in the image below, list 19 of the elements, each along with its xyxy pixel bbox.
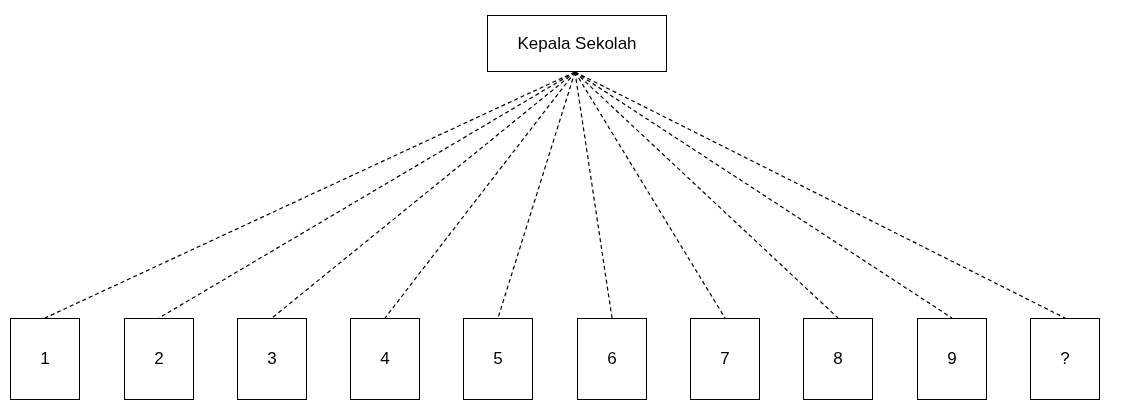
org-box: 8	[803, 318, 873, 400]
dashed-line	[497, 71, 576, 319]
dashed-line	[574, 71, 613, 319]
dashed-line	[384, 71, 576, 319]
org-box: 1	[10, 318, 80, 400]
org-box: 6	[577, 318, 647, 400]
dashed-line	[271, 71, 576, 319]
org-box: 2	[124, 318, 194, 400]
org-box: 5	[463, 318, 533, 400]
org-box: 7	[690, 318, 760, 400]
dashed-line	[574, 71, 726, 319]
org-box: 3	[237, 318, 307, 400]
org-box: 4	[350, 318, 420, 400]
org-box: 9	[917, 318, 987, 400]
org-box: Kepala Sekolah	[487, 15, 667, 72]
org-box: ?	[1030, 318, 1100, 400]
dashed-line	[574, 71, 1066, 319]
dashed-line	[574, 71, 953, 319]
dashed-line	[574, 71, 839, 319]
